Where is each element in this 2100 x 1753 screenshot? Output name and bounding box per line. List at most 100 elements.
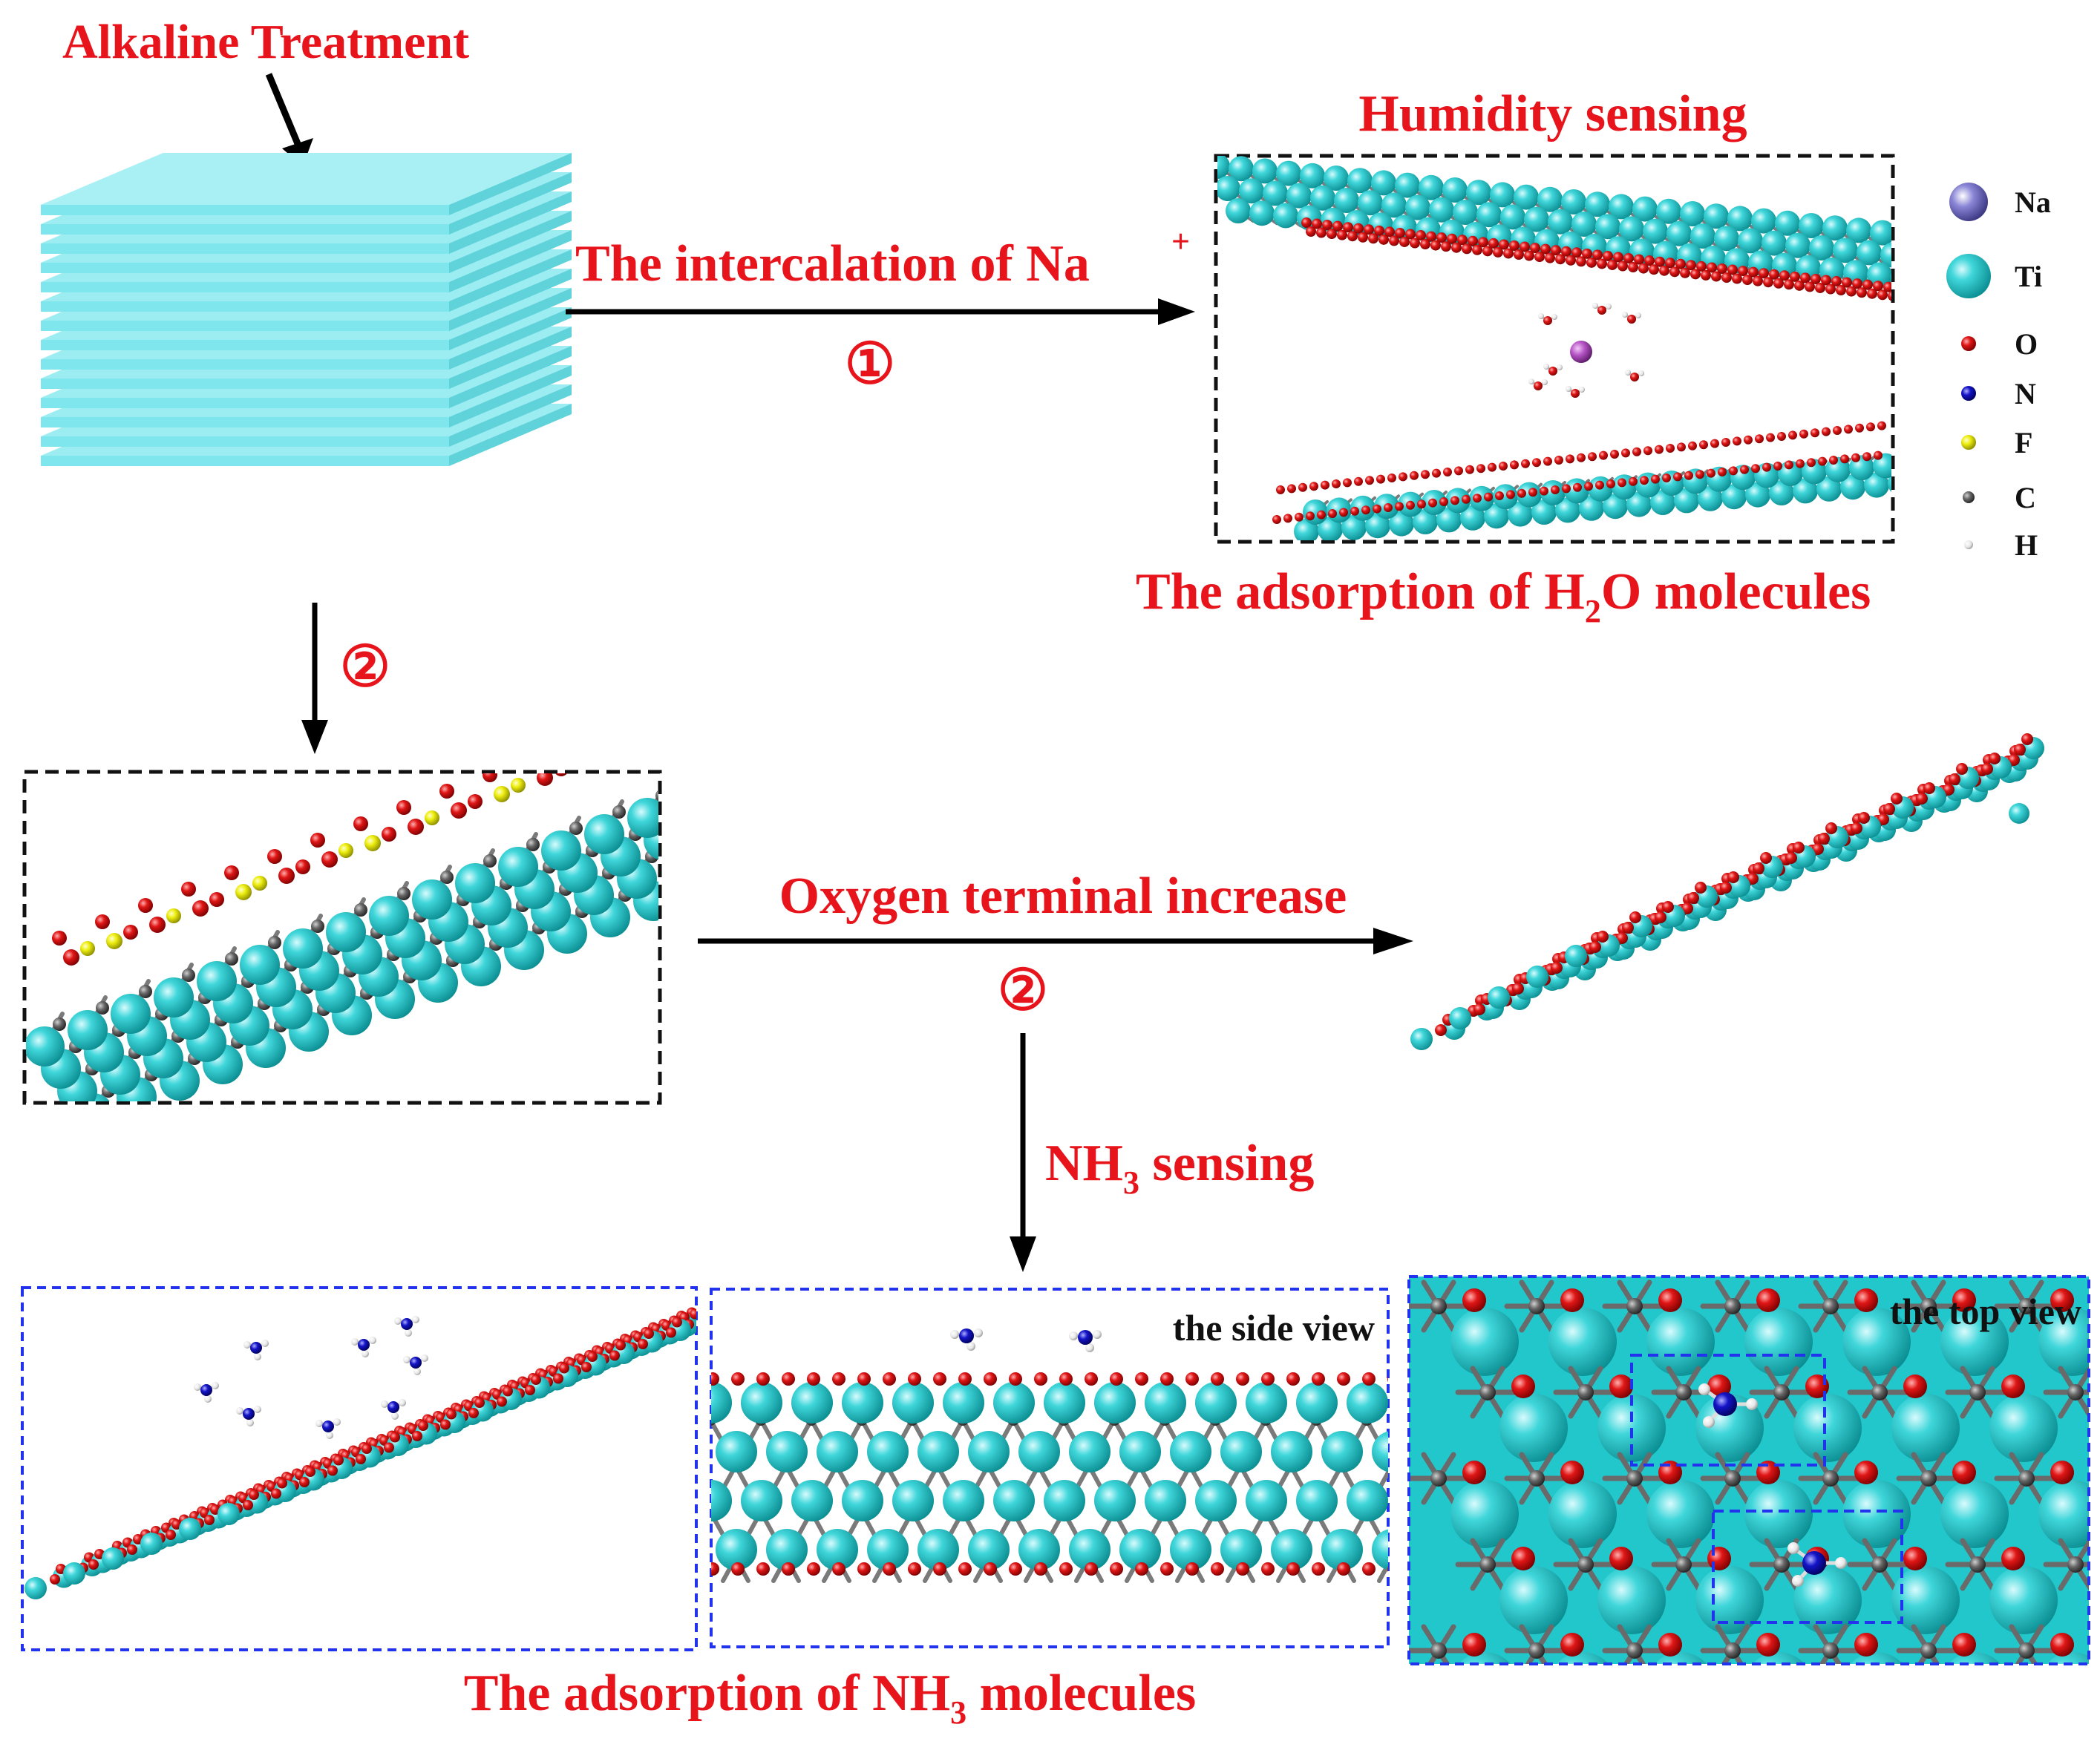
o-atom bbox=[1883, 803, 1895, 815]
c-atom bbox=[182, 969, 195, 982]
nh3-adsorption-label: The adsorption of NH3 molecules bbox=[464, 1665, 1196, 1731]
o-atom bbox=[1866, 422, 1875, 432]
sodium-ion bbox=[1570, 341, 1592, 363]
o-atom bbox=[1662, 474, 1671, 482]
h-atom bbox=[394, 1317, 402, 1325]
ti-atom bbox=[1490, 182, 1515, 208]
ti-atom bbox=[1793, 1738, 1862, 1753]
alkaline-treatment-label: Alkaline Treatment bbox=[62, 15, 469, 69]
o-atom bbox=[1949, 773, 1960, 785]
ti-atom bbox=[584, 814, 624, 854]
ti-atom bbox=[867, 1529, 909, 1570]
ti-atom bbox=[179, 1518, 201, 1540]
h-atom bbox=[1543, 364, 1549, 370]
ti-atom bbox=[1891, 1566, 1960, 1634]
ti-atom bbox=[993, 1480, 1035, 1521]
bond bbox=[2061, 1713, 2090, 1753]
o-atom bbox=[1468, 235, 1478, 246]
o-atom bbox=[1658, 1633, 1682, 1657]
legend-label-na: Na bbox=[2015, 186, 2051, 219]
ti-atom bbox=[1585, 191, 1610, 217]
o-atom bbox=[1420, 239, 1430, 250]
ti-atom bbox=[2038, 1308, 2089, 1376]
ti-atom bbox=[711, 1480, 732, 1521]
o-atom bbox=[1451, 242, 1462, 253]
ti-atom bbox=[1867, 262, 1891, 288]
ti-atom bbox=[1252, 158, 1278, 184]
c-atom bbox=[742, 756, 755, 770]
ti-atom bbox=[1195, 1480, 1237, 1521]
h-atom bbox=[326, 1432, 333, 1439]
ti-atom bbox=[741, 1480, 782, 1521]
c-atom bbox=[1822, 1470, 1839, 1487]
h-atom bbox=[333, 1418, 341, 1426]
o-atom bbox=[581, 1362, 592, 1372]
o-atom bbox=[1473, 1003, 1485, 1015]
o-atom bbox=[1110, 1562, 1123, 1576]
o-atom bbox=[295, 859, 310, 874]
o-atom bbox=[984, 1372, 997, 1386]
o-atom bbox=[1236, 1562, 1249, 1576]
ti-atom bbox=[63, 1562, 85, 1585]
ti-atom bbox=[1833, 237, 1858, 263]
c-atom bbox=[1920, 1642, 1937, 1659]
o-atom bbox=[1350, 506, 1359, 516]
ti-atom bbox=[1597, 1738, 1666, 1753]
ti-atom bbox=[1557, 1652, 1609, 1664]
ti-atom bbox=[703, 826, 743, 866]
o-atom bbox=[1634, 254, 1644, 265]
layer-top-sheet bbox=[41, 153, 572, 205]
ti-atom bbox=[1595, 214, 1620, 240]
bond bbox=[711, 1508, 725, 1537]
ti-atom bbox=[2047, 1652, 2089, 1664]
c-atom bbox=[1675, 1384, 1692, 1400]
ti-atom bbox=[1119, 1431, 1161, 1472]
o-atom bbox=[958, 1562, 972, 1576]
o-atom bbox=[1701, 269, 1711, 281]
o-atom bbox=[1551, 962, 1563, 974]
f-terminated-panel-frame bbox=[22, 770, 662, 1105]
o-atom bbox=[1416, 230, 1426, 241]
bond bbox=[1906, 235, 1921, 246]
o-atom bbox=[333, 1455, 344, 1466]
o-atom bbox=[1707, 262, 1717, 273]
o-atom bbox=[1495, 491, 1504, 500]
o-atom bbox=[655, 702, 670, 717]
o-atom bbox=[1718, 468, 1727, 476]
o-atom bbox=[1840, 454, 1849, 464]
o-atom bbox=[390, 1432, 400, 1443]
c-atom bbox=[311, 920, 324, 933]
ti-atom bbox=[1721, 484, 1747, 510]
c-atom bbox=[53, 1018, 66, 1031]
h-atom bbox=[1835, 1557, 1847, 1569]
o-atom bbox=[412, 1431, 422, 1441]
o-atom bbox=[2001, 1374, 2025, 1398]
h-atom bbox=[243, 1341, 251, 1349]
ti-atom bbox=[1372, 1431, 1388, 1472]
nh3-perspective-panel-frame bbox=[21, 1286, 698, 1651]
o-atom bbox=[1399, 236, 1410, 247]
bond bbox=[793, 758, 811, 791]
c-atom bbox=[672, 811, 685, 825]
o-atom bbox=[1805, 281, 1815, 292]
ti-atom bbox=[1680, 201, 1705, 226]
o-atom bbox=[709, 704, 725, 721]
o-atom bbox=[984, 1562, 997, 1576]
o-atom bbox=[1387, 474, 1396, 482]
layer-side-face bbox=[449, 211, 572, 273]
o-atom bbox=[1943, 784, 1955, 796]
o-atom bbox=[1462, 1461, 1486, 1484]
nh3-sensing-label: NH3 sensing bbox=[1045, 1135, 1314, 1201]
o-atom bbox=[243, 1500, 253, 1510]
ti-atom bbox=[762, 832, 802, 872]
bond bbox=[1865, 1713, 1894, 1753]
intercalation-label: The intercalation of Na bbox=[575, 235, 1090, 292]
h-atom bbox=[1069, 1331, 1078, 1340]
ti-atom bbox=[1548, 1308, 1617, 1376]
water-oxygen bbox=[1597, 306, 1606, 315]
o-atom bbox=[1788, 430, 1797, 440]
ti-atom bbox=[1531, 499, 1557, 525]
f-atom bbox=[683, 712, 698, 727]
ti-atom bbox=[1469, 485, 1494, 511]
o-atom bbox=[267, 849, 282, 864]
